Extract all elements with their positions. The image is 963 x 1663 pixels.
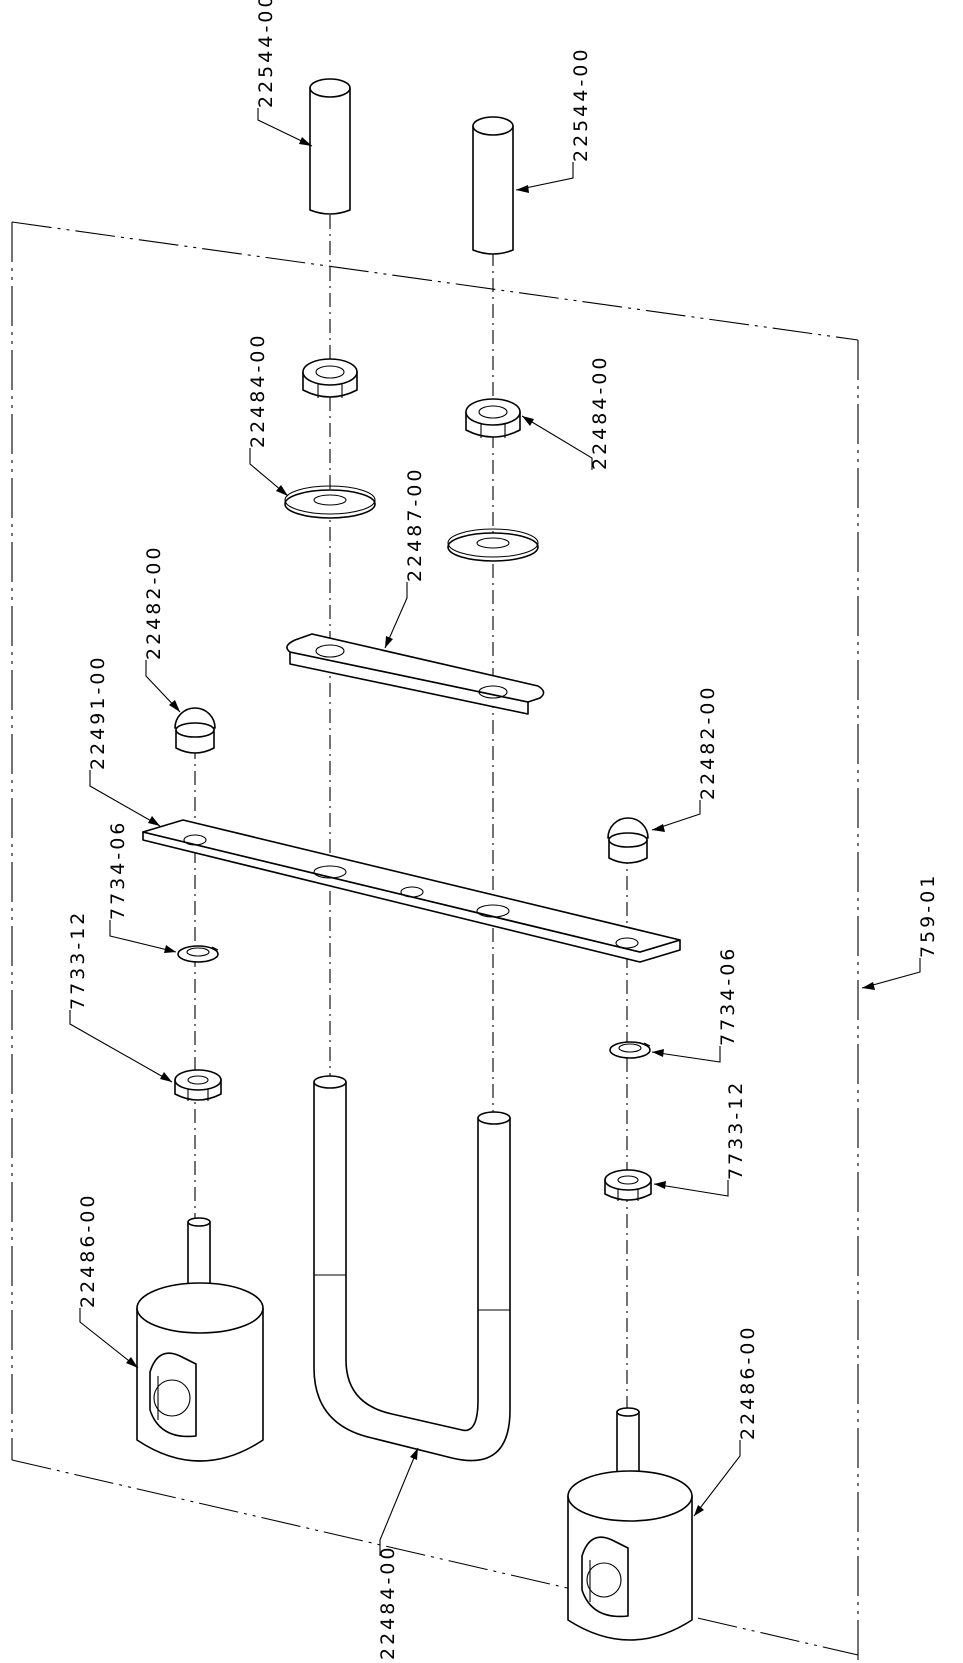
flat-washer-left	[284, 485, 376, 519]
assembly-boundary	[11, 221, 859, 1663]
flat-washer-right	[447, 528, 539, 562]
label-pin-right: 22544-00	[570, 47, 592, 162]
label-clamp-right: 22486-00	[737, 1325, 759, 1440]
label-lockwasher-right: 7734-06	[717, 946, 739, 1046]
hex-nut-left-bottom	[174, 1069, 222, 1101]
label-pin-left: 22544-00	[255, 0, 277, 108]
label-small-plate: 22487-00	[404, 467, 426, 582]
label-hexnut-right: 7733-12	[725, 1080, 747, 1180]
label-lockwasher-left: 7734-06	[107, 820, 129, 920]
label-acorn-left: 22482-00	[143, 545, 165, 660]
callout-labels: 22544-00 22544-00 22484-00 22484-00 2248…	[67, 0, 939, 1660]
label-hexnut-left: 7733-12	[67, 910, 89, 1010]
hex-nut-left-top	[302, 358, 358, 398]
long-plate	[142, 819, 681, 963]
label-acorn-right: 22482-00	[697, 685, 719, 800]
hex-nut-right-top	[465, 398, 521, 438]
clamp-left	[136, 1217, 264, 1462]
leader-lines	[69, 108, 921, 1556]
pin-right	[472, 116, 514, 255]
label-assembly: 759-01	[917, 873, 939, 958]
u-bolt	[313, 1075, 511, 1462]
pin-left	[309, 78, 351, 215]
label-washer-left: 22484-00	[247, 333, 269, 448]
acorn-nut-right	[607, 817, 649, 864]
acorn-nut-left	[174, 707, 216, 754]
clamp-right	[567, 1407, 693, 1641]
lock-washer-right	[609, 1041, 651, 1059]
hex-nut-right-bottom	[604, 1169, 652, 1201]
label-clamp-left: 22486-00	[77, 1193, 99, 1308]
label-nut-right-top: 22484-00	[589, 355, 611, 470]
label-ubolt: 22484-00	[377, 1545, 399, 1660]
lock-washer-left	[177, 945, 219, 963]
label-long-plate: 22491-00	[87, 655, 109, 770]
small-plate	[286, 633, 545, 715]
